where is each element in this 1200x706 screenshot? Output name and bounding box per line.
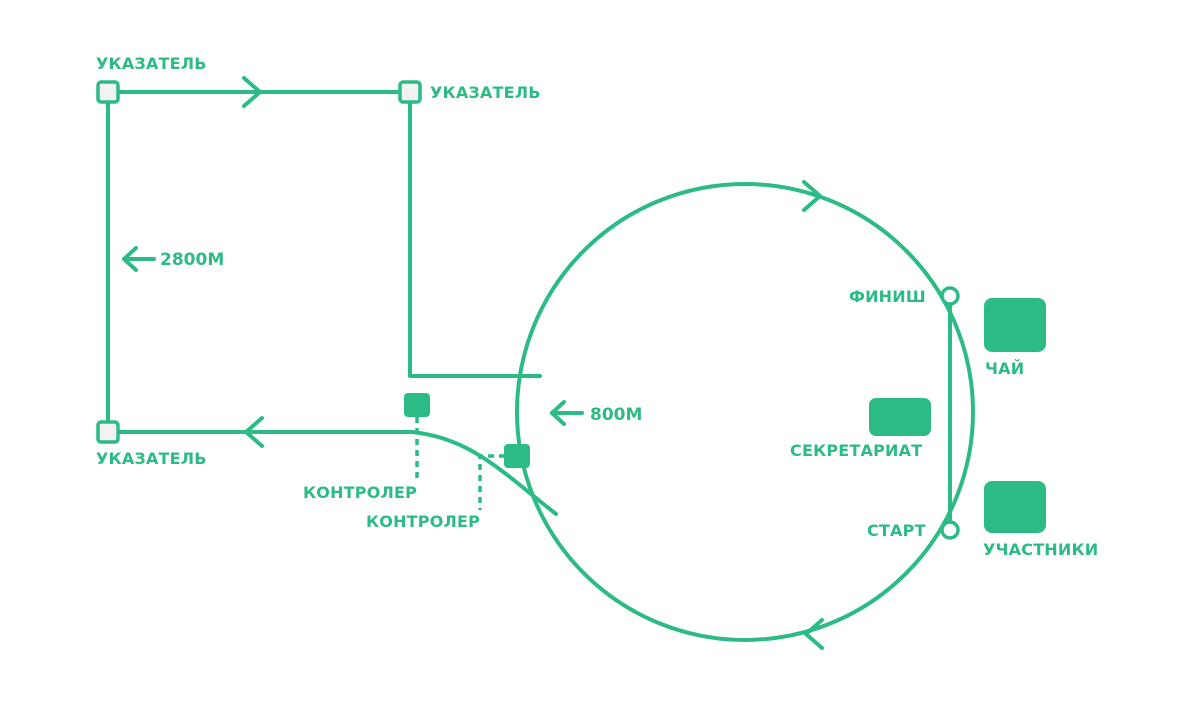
tea-label: ЧАЙ <box>985 359 1024 378</box>
route-loop <box>515 182 975 642</box>
square-marker-icon <box>96 80 120 104</box>
tea-block <box>984 298 1046 352</box>
controller-2-label: КОНТРОЛЕР <box>366 512 480 531</box>
signpost-label-bottom-left: УКАЗАТЕЛЬ <box>96 449 207 468</box>
participants-block <box>984 481 1046 533</box>
controller-1-marker <box>404 393 430 417</box>
chevron-arrow-icon <box>802 180 822 212</box>
signpost-label-top-left: УКАЗАТЕЛЬ <box>96 54 207 73</box>
secretariat-label: СЕКРЕТАРИАТ <box>790 441 922 460</box>
route-connector <box>408 90 542 378</box>
chevron-arrow-icon <box>244 416 264 448</box>
left-arrow-icon <box>550 400 584 426</box>
controller-2-marker <box>504 444 530 468</box>
start-label: СТАРТ <box>867 521 926 540</box>
secretariat-block <box>869 398 931 436</box>
chevron-arrow-icon <box>804 618 824 650</box>
chevron-arrow-icon <box>242 76 262 108</box>
controller-1-label: КОНТРОЛЕР <box>303 483 417 502</box>
signpost-label-top-right: УКАЗАТЕЛЬ <box>430 83 541 102</box>
route-branch-curve <box>410 430 558 516</box>
participants-label: УЧАСТНИКИ <box>983 540 1098 559</box>
circle-marker-icon <box>940 286 960 306</box>
left-arrow-icon <box>122 246 156 272</box>
distance-label-loop: 800М <box>590 405 642 425</box>
square-marker-icon <box>96 420 120 444</box>
controller-2-leader <box>478 454 505 510</box>
finish-label: ФИНИШ <box>849 287 926 306</box>
distance-label-outer: 2800М <box>160 250 224 270</box>
square-marker-icon <box>398 80 422 104</box>
circle-marker-icon <box>940 520 960 540</box>
